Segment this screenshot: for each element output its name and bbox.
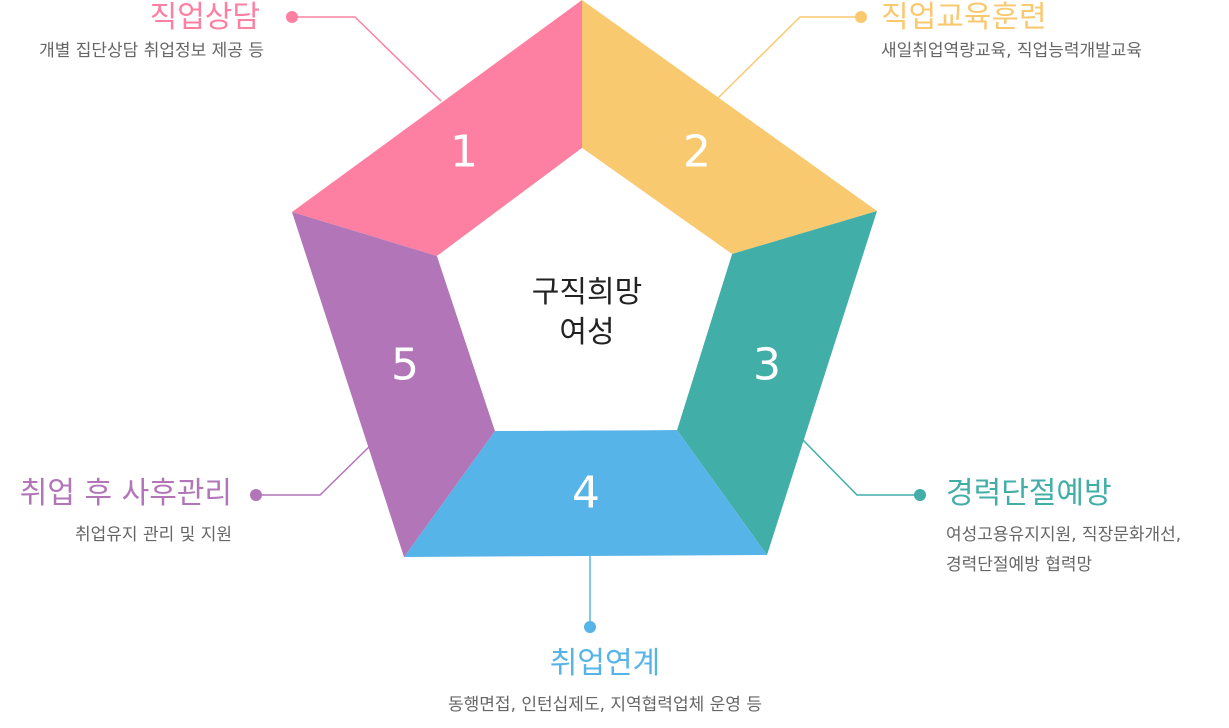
segment-1 xyxy=(292,0,582,256)
segment-3 xyxy=(677,211,877,555)
label-title-2: 직업교육훈련 xyxy=(881,0,1047,35)
label-title-3: 경력단절예방 xyxy=(946,476,1112,511)
connector-2 xyxy=(717,16,861,99)
label-desc-2: 새일취업역량교육, 직업능력개발교육 xyxy=(881,41,1143,61)
segment-number-5: 5 xyxy=(391,340,419,391)
label-desc-5: 취업유지 관리 및 지원 xyxy=(75,525,232,545)
segment-number-1: 1 xyxy=(450,127,478,178)
label-group-1: 직업상담 개별 집단상담 취업정보 제공 등 xyxy=(2,0,264,66)
label-group-4: 취업연계 동행면접, 인턴십제도, 지역협력업체 운영 등 xyxy=(410,646,800,720)
connectors xyxy=(250,11,926,633)
segment-number-2: 2 xyxy=(683,127,711,178)
connector-dot-4 xyxy=(584,621,596,633)
center-pentagon xyxy=(437,148,732,431)
connector-5 xyxy=(256,444,372,496)
connector-dot-3 xyxy=(914,489,926,501)
label-desc-3a: 여성고용유지지원, 직장문화개선, xyxy=(946,525,1182,545)
connector-3 xyxy=(802,439,920,496)
segment-number-4: 4 xyxy=(572,468,600,519)
label-title-4: 취업연계 xyxy=(549,646,661,681)
label-desc-4: 동행면접, 인턴십제도, 지역협력업체 운영 등 xyxy=(448,695,762,715)
label-desc-3b: 경력단절예방 협력망 xyxy=(946,555,1093,575)
label-desc-1: 개별 집단상담 취업정보 제공 등 xyxy=(39,41,264,61)
center-line-2: 여성 xyxy=(559,315,614,350)
label-group-5: 취업 후 사후관리 취업유지 관리 및 지원 xyxy=(2,476,232,550)
connector-dot-5 xyxy=(250,489,262,501)
segment-4 xyxy=(404,430,767,557)
label-title-1: 직업상담 xyxy=(149,0,260,35)
label-group-3: 경력단절예방 여성고용유지지원, 직장문화개선, 경력단절예방 협력망 xyxy=(946,476,1181,580)
segment-5 xyxy=(292,212,495,557)
connector-1 xyxy=(293,16,442,102)
segment-number-3: 3 xyxy=(753,340,781,391)
label-group-2: 직업교육훈련 새일취업역량교육, 직업능력개발교육 xyxy=(881,0,1142,66)
connector-dot-2 xyxy=(855,11,867,23)
segment-2 xyxy=(582,0,877,254)
label-title-5: 취업 후 사후관리 xyxy=(19,476,232,511)
center-line-1: 구직희망 xyxy=(532,275,642,310)
connector-dot-1 xyxy=(286,11,298,23)
